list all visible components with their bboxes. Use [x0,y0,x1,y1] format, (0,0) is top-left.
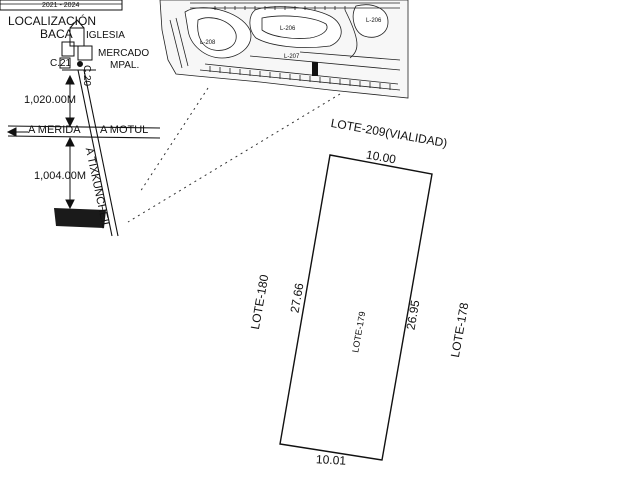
street-c21-label: C.21 [50,58,72,69]
distance-arrows [6,74,75,210]
south-dimension: 10.01 [315,452,347,468]
distance-south-label: 1,004.00M [34,170,86,182]
leader-lines [127,87,341,223]
market-label-2: MPAL. [110,60,140,71]
town-blocks [59,19,93,69]
property-location-marker [54,208,106,228]
to-motul-label: A MOTUL [100,124,149,136]
to-merida-label: A MERIDA [28,124,81,136]
subdivision-lot-label: L-208 [200,40,216,46]
church-label: IGLESIA [86,30,125,41]
subdivision-lot-label: L-206 [366,18,382,24]
parcel-outline [279,154,433,461]
street-c20-label: C.20 [81,64,93,87]
subdivision-plan [159,0,409,99]
subdivision-lot-label: L-206 [280,26,296,32]
subdivision-lot-label: L-207 [284,54,300,60]
location-town: BACA [40,27,73,41]
header-box [0,0,123,11]
administration-term: 2021 - 2024 [42,2,80,9]
market-label-1: MERCADO [98,48,150,59]
distance-north-label: 1,020.00M [24,94,76,106]
location-title: LOCALIZACIÓN [8,14,97,28]
location-roads [7,69,161,237]
